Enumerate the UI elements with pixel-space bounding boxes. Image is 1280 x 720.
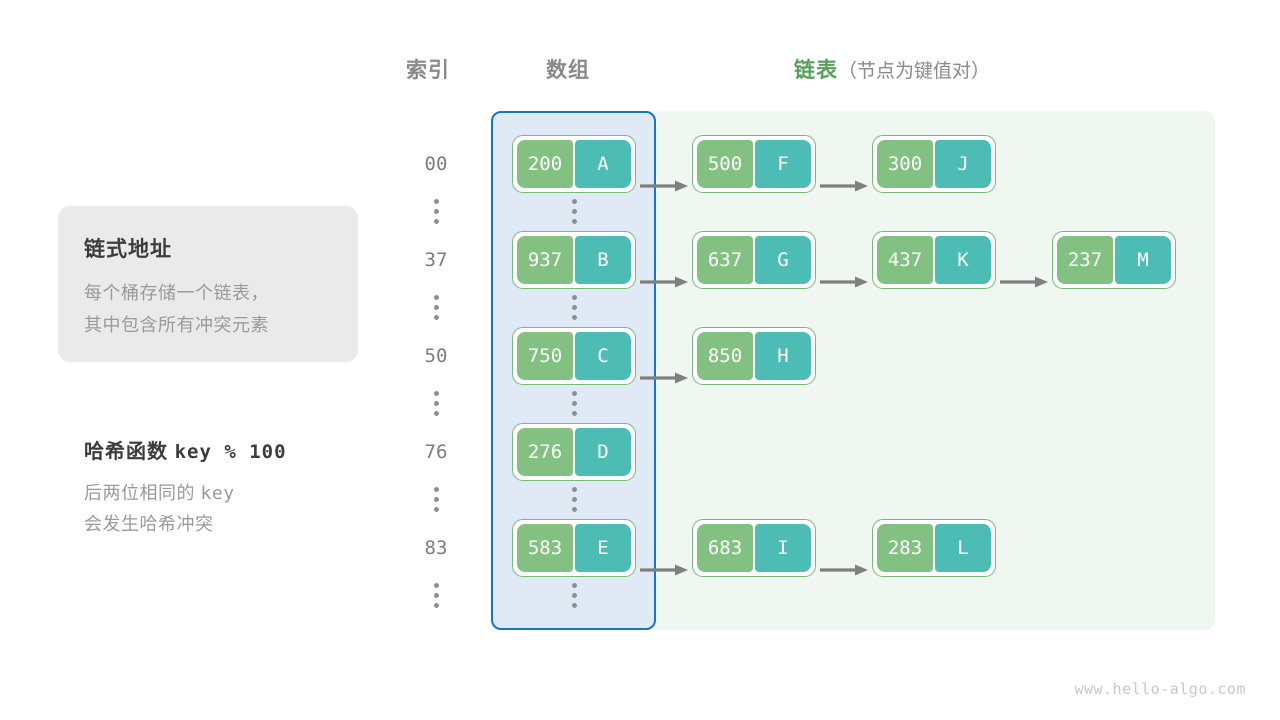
next-pointer-arrow xyxy=(640,541,688,599)
node-key: 300 xyxy=(877,140,933,188)
node-key: 683 xyxy=(697,524,753,572)
node-value: M xyxy=(1115,236,1171,284)
node-key: 937 xyxy=(517,236,573,284)
index-column-ellipsis xyxy=(406,480,466,518)
bucket-index-label: 83 xyxy=(424,537,448,559)
info-card-title: 链式地址 xyxy=(84,238,172,261)
index-column-ellipsis xyxy=(406,192,466,230)
node-key: 237 xyxy=(1057,236,1113,284)
node-key: 750 xyxy=(517,332,573,380)
node-value: F xyxy=(755,140,811,188)
bucket-index-label: 00 xyxy=(424,153,448,175)
column-header-linked-list-subtitle: （节点为键值对） xyxy=(838,61,991,82)
bucket-index-label: 76 xyxy=(424,441,448,463)
node-value: G xyxy=(755,236,811,284)
node-value: A xyxy=(575,140,631,188)
info-card-body: 每个桶存储一个链表，其中包含所有冲突元素 xyxy=(84,283,269,335)
array-column-ellipsis xyxy=(544,192,604,230)
info-card xyxy=(58,206,358,362)
node-value: J xyxy=(935,140,991,188)
next-pointer-arrow xyxy=(640,157,688,215)
next-pointer-arrow xyxy=(640,253,688,311)
node-key: 437 xyxy=(877,236,933,284)
footer-watermark: www.hello-algo.com xyxy=(1074,680,1246,698)
column-header-linked-list-accent: 链表 xyxy=(794,59,838,82)
index-column-ellipsis xyxy=(406,288,466,326)
node-value: D xyxy=(575,428,631,476)
node-key: 850 xyxy=(697,332,753,380)
hash-note-line1-prefix: 后两位相同的 xyxy=(84,483,201,503)
next-pointer-arrow xyxy=(1000,253,1048,311)
hash-function-expression: key % 100 xyxy=(174,441,287,463)
column-header-array: 数组 xyxy=(546,59,590,82)
node-key: 583 xyxy=(517,524,573,572)
node-key: 200 xyxy=(517,140,573,188)
hash-function-label: 哈希函数 xyxy=(84,441,168,463)
next-pointer-arrow xyxy=(820,541,868,599)
node-key: 500 xyxy=(697,140,753,188)
array-column-ellipsis xyxy=(544,576,604,614)
column-header-index: 索引 xyxy=(406,59,450,82)
node-key: 276 xyxy=(517,428,573,476)
array-column-ellipsis xyxy=(544,384,604,422)
node-value: E xyxy=(575,524,631,572)
next-pointer-arrow xyxy=(820,157,868,215)
column-header-linked-list: 链表（节点为键值对） xyxy=(794,54,990,84)
hash-function-title: 哈希函数 key % 100 xyxy=(84,435,287,464)
hash-function-body: 后两位相同的 key 会发生哈希冲突 xyxy=(84,478,364,540)
node-value: L xyxy=(935,524,991,572)
node-value: H xyxy=(755,332,811,380)
node-key: 283 xyxy=(877,524,933,572)
array-column-ellipsis xyxy=(544,480,604,518)
hash-note-line1-keyword: key xyxy=(200,483,235,504)
node-value: C xyxy=(575,332,631,380)
node-key: 637 xyxy=(697,236,753,284)
next-pointer-arrow xyxy=(820,253,868,311)
node-value: K xyxy=(935,236,991,284)
index-column-ellipsis xyxy=(406,576,466,614)
array-column-ellipsis xyxy=(544,288,604,326)
node-value: B xyxy=(575,236,631,284)
bucket-index-label: 37 xyxy=(424,249,448,271)
bucket-index-label: 50 xyxy=(424,345,448,367)
node-value: I xyxy=(755,524,811,572)
index-column-ellipsis xyxy=(406,384,466,422)
hash-note-line2: 会发生哈希冲突 xyxy=(84,514,214,534)
next-pointer-arrow xyxy=(640,349,688,407)
